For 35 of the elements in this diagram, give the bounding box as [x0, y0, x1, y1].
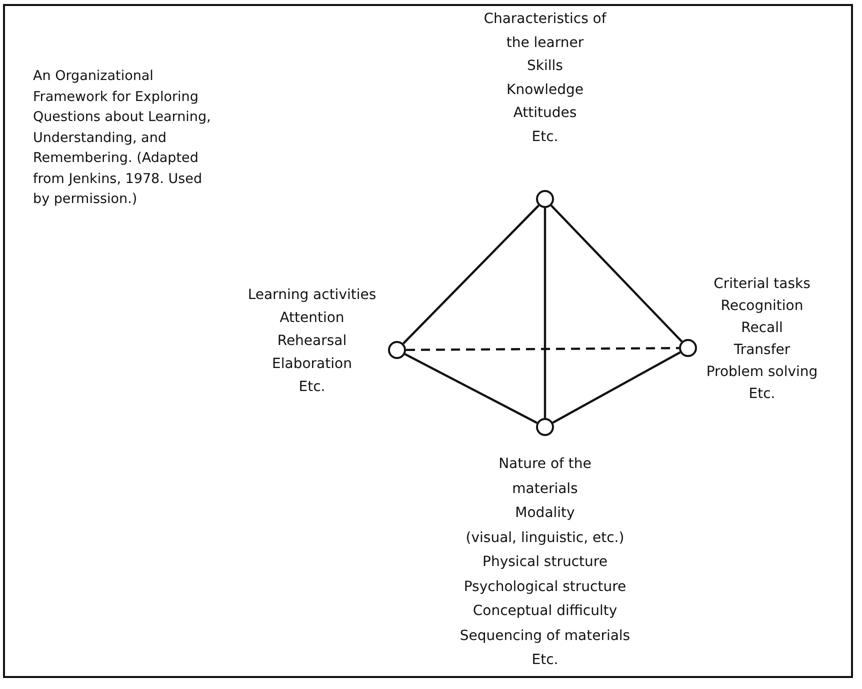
- vertex-item: Recall: [740, 319, 784, 338]
- vertex-item: Problem solving: [705, 363, 819, 382]
- vertex-item: Rehearsal: [276, 332, 348, 351]
- vertex-item: Modality: [514, 504, 576, 523]
- vertex-item: Etc.: [530, 651, 560, 670]
- vertex-item: Attention: [278, 309, 346, 328]
- vertex-item: Sequencing of materials: [458, 626, 632, 646]
- vertex-item: Elaboration: [271, 355, 353, 374]
- vertex-circle: [536, 190, 554, 208]
- line: [550, 204, 683, 342]
- vertex-circle: [536, 418, 554, 436]
- line: [404, 353, 538, 424]
- line: [552, 351, 681, 424]
- vertex-item: Physical structure: [482, 553, 608, 572]
- vertex-item: Attitudes: [512, 104, 578, 123]
- vertex-item: Transfer: [732, 341, 792, 360]
- vertex-item: Recognition: [720, 297, 804, 316]
- vertex-heading: Criterial tasks: [712, 275, 812, 294]
- vertex-circle: [388, 341, 406, 359]
- vertex-item: Knowledge: [506, 80, 584, 100]
- vertex-item: (visual, linguistic, etc.): [464, 528, 626, 548]
- vertex-heading: Characteristics of the learner: [482, 10, 608, 52]
- vertex-heading: Learning activities: [246, 286, 378, 305]
- vertex-item: Etc.: [530, 128, 560, 146]
- vertex-item: Skills: [526, 57, 564, 76]
- line: [544, 208, 546, 418]
- vertex-item: Psychological structure: [462, 578, 628, 596]
- vertex-item: Etc.: [748, 385, 776, 404]
- vertex-item: Etc.: [298, 378, 326, 397]
- dashed-line: [406, 346, 679, 352]
- vertex-heading: Nature of the materials: [498, 455, 592, 498]
- vertex-item: Conceptual difficulty: [472, 602, 618, 621]
- line: [402, 204, 540, 344]
- caption: An Organizational Framework for Exploring Questions about Learning, Understanding, and Remembering. (Adapted from Jenkins, 1978. Used by permission.): [33, 67, 212, 209]
- vertex-circle: [679, 339, 697, 357]
